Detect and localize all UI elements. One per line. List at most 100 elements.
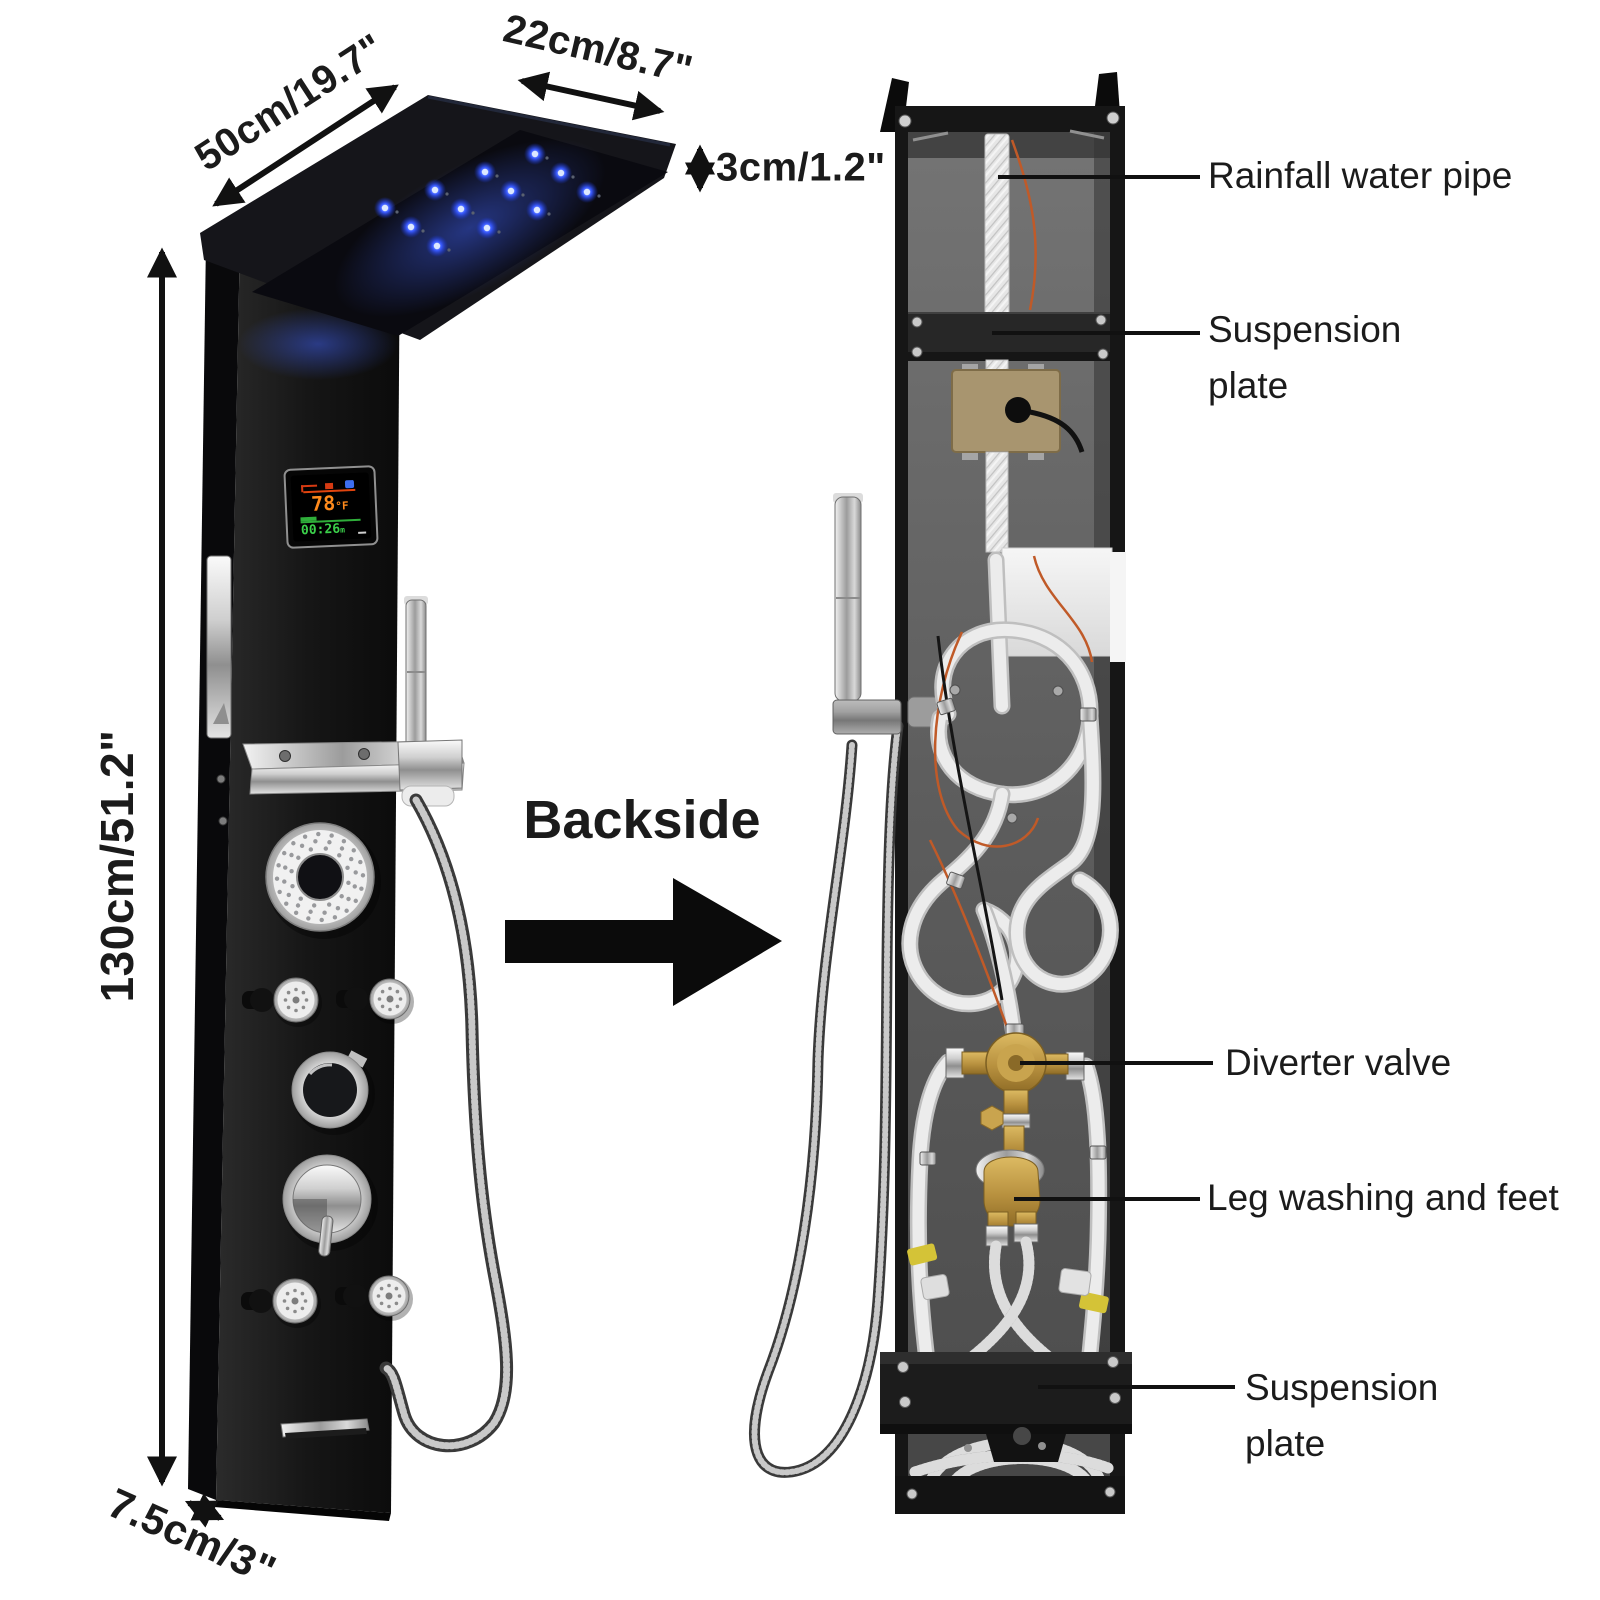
shower-hose-front <box>386 800 507 1446</box>
dim-arrow-depth <box>517 71 665 121</box>
bottom-frame <box>895 1476 1125 1514</box>
cable-grommet <box>1005 397 1031 423</box>
led-dot <box>457 205 465 213</box>
nozzle-dot <box>282 1299 287 1303</box>
nozzle-dot <box>339 846 345 851</box>
shelf-screw <box>358 748 370 760</box>
nozzle-dot <box>395 1004 400 1009</box>
plate-screw <box>1109 1392 1121 1404</box>
backside-view <box>755 72 1132 1514</box>
signal-dash <box>358 531 367 534</box>
wall-screw <box>1052 685 1064 697</box>
nozzle-dot <box>327 840 332 845</box>
nozzle-dot <box>301 990 306 995</box>
led-dot <box>531 150 539 158</box>
mixer-knob <box>282 1154 378 1257</box>
nozzle-dot <box>387 1283 391 1288</box>
leg-washing-valve <box>975 1105 1045 1247</box>
dim-head-thickness: 3cm/1.2" <box>716 145 886 190</box>
shelf-screw <box>279 750 291 762</box>
head-top-edge <box>427 95 671 147</box>
wand-holder <box>397 739 463 791</box>
nozzle-dot <box>547 212 551 216</box>
jet-center-dot <box>385 1292 393 1300</box>
nozzle-dot <box>286 892 291 898</box>
wire <box>1010 139 1037 311</box>
shelf <box>242 739 465 807</box>
nozzle-dot <box>377 997 382 1001</box>
nozzle-dot <box>341 839 347 844</box>
yellow-tape <box>907 1243 938 1266</box>
bottom-bracket <box>986 1434 1066 1462</box>
lcd-display: 78°F 00:26m <box>283 465 379 549</box>
body-jet <box>335 1275 413 1321</box>
backside-label: Backside <box>523 790 761 850</box>
wand-mount <box>832 699 902 735</box>
frame-screw <box>906 1488 918 1500</box>
nozzle-dot <box>313 839 318 844</box>
solenoid-box <box>951 364 1085 460</box>
triangle-icon <box>213 703 229 724</box>
nozzle-dot <box>379 1301 384 1306</box>
callout-diverter-valve: Diverter valve <box>1225 1042 1452 1083</box>
nozzle-dot <box>296 855 301 860</box>
nozzle-dot <box>274 876 280 881</box>
nozzle-dot <box>352 884 357 889</box>
nozzle-dot <box>346 896 351 902</box>
nozzle-dot <box>294 987 298 992</box>
nozzle-dot <box>395 210 399 214</box>
nozzle-dot <box>329 833 334 838</box>
panel-screw <box>218 816 228 826</box>
nozzle-dot <box>300 1291 305 1296</box>
nozzle-dot <box>308 847 314 852</box>
nozzle-dot <box>379 1286 384 1291</box>
dimension-arrows <box>147 71 715 1528</box>
temperature-readout: 78°F <box>303 488 357 520</box>
nozzle-dot <box>339 894 344 899</box>
nozzle-dot <box>326 902 332 907</box>
nozzle-dot <box>303 1299 308 1303</box>
nozzle-dot <box>289 852 294 858</box>
plate-screw <box>899 1396 911 1408</box>
callout-suspension-plate-bottom: Suspension plate <box>1245 1360 1438 1472</box>
yellow-tape <box>1078 1291 1109 1314</box>
jet-stem-knob <box>250 988 274 1012</box>
nozzle-dot <box>521 193 525 197</box>
rainfall-water-pipe <box>984 133 1010 331</box>
led-dot <box>507 187 515 195</box>
jet-center-dot <box>291 1297 299 1305</box>
nozzle-dot <box>286 1005 291 1010</box>
wall-screw <box>949 684 961 696</box>
wire-black <box>936 635 1004 1001</box>
plate-screw <box>1107 1356 1119 1368</box>
bracket-screw <box>964 1444 972 1452</box>
timer-readout: 00:26m <box>301 521 346 539</box>
panel-bottom-edge <box>214 1500 391 1521</box>
nozzle-dots <box>274 831 366 923</box>
temperature-knob <box>291 1050 375 1135</box>
side-button <box>206 555 232 739</box>
led-dot <box>433 242 441 250</box>
nozzle-dot <box>398 997 403 1001</box>
led-array <box>374 143 601 257</box>
holder-cup <box>401 785 455 807</box>
led-dot <box>533 206 541 214</box>
led-dot <box>557 169 565 177</box>
nozzle-dot <box>300 1306 305 1311</box>
handheld-wand-back <box>832 493 902 735</box>
plate-screw <box>897 1361 909 1373</box>
shower-hose-back <box>755 726 898 1472</box>
nozzle-dot <box>394 1286 399 1291</box>
nozzle-dot <box>388 986 392 991</box>
nozzle-dot <box>291 841 296 846</box>
wall-screw <box>1006 812 1018 824</box>
callout-line1: Suspension <box>1245 1367 1439 1408</box>
nozzle-dot <box>351 848 356 853</box>
nozzle-dot <box>289 868 294 874</box>
plate-screw <box>1095 314 1107 326</box>
nozzle-dot <box>337 853 342 858</box>
timer-suffix: m <box>339 525 346 535</box>
plate-screw <box>911 346 923 358</box>
